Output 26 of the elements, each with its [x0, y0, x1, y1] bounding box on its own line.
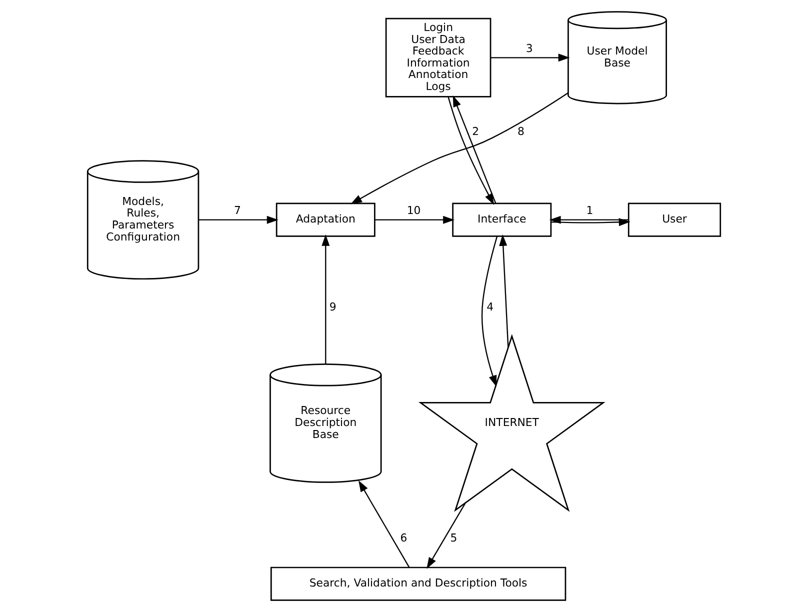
arrow [322, 234, 330, 364]
edge-label: 3 [526, 42, 533, 55]
arrow [358, 480, 410, 568]
arrow [198, 216, 278, 224]
edge-label: 2 [472, 124, 480, 138]
node-box: Adaptation [276, 202, 376, 237]
edge-label: 9 [329, 300, 336, 314]
arrow [490, 54, 570, 62]
arrow [499, 234, 509, 348]
edge-label: 10 [406, 204, 421, 218]
node-box: Login User Data Feedback Information Annotation Logs [385, 18, 492, 98]
arrow [549, 216, 628, 224]
arrow [551, 218, 630, 226]
arrow [481, 236, 498, 387]
edge-label: 5 [450, 532, 458, 545]
edge-label: 7 [234, 204, 241, 218]
edge-label: 8 [517, 124, 524, 138]
edge-label: 6 [400, 532, 408, 545]
arrow [426, 502, 466, 569]
node-box: Search, Validation and Description Tools [270, 566, 566, 601]
node-box: User [628, 202, 722, 237]
arrow [374, 216, 455, 224]
arrow [350, 92, 568, 204]
edge-label: 4 [486, 300, 494, 314]
edge-label: 1 [586, 204, 594, 218]
node-box: Interface [452, 202, 552, 237]
